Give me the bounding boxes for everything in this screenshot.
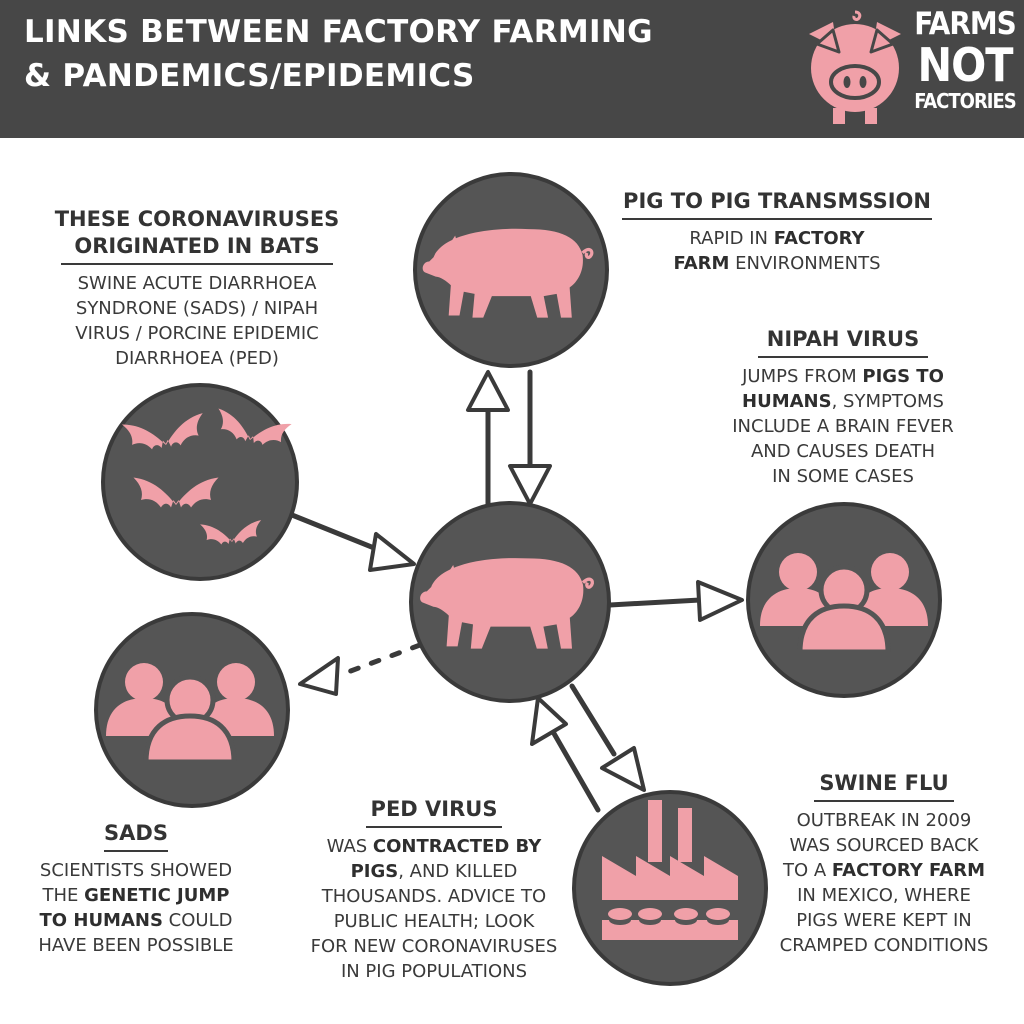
arrowhead-to-center-from-factory	[530, 696, 568, 746]
bats-heading: THESE CORONAVIRUSES ORIGINATED IN BATS	[54, 207, 340, 258]
arrowhead-bats-to-center	[368, 532, 416, 572]
arrow-bats-to-center-line	[289, 512, 387, 555]
arrow-center-to-nipah-line	[607, 597, 703, 608]
divider	[104, 850, 168, 852]
connector-lines	[289, 369, 703, 813]
logo-line-1: FARMS	[914, 6, 1016, 42]
sads-text: SADS SCIENTISTS SHOWED THE GENETIC JUMP …	[14, 820, 258, 958]
logo-line-3: FACTORIES	[914, 89, 1017, 113]
brand-logo: FARMS NOT FACTORIES	[913, 6, 1017, 114]
title-line-1: LINKS BETWEEN FACTORY FARMING	[24, 14, 653, 50]
pig-to-pig-heading: PIG TO PIG TRANSMSSION	[623, 189, 931, 213]
nipah-text: NIPAH VIRUS JUMPS FROM PIGS TO HUMANS, S…	[706, 326, 980, 489]
node-sads	[94, 612, 290, 808]
bats-text: THESE CORONAVIRUSES ORIGINATED IN BATS S…	[40, 206, 354, 371]
pig-to-pig-text: PIG TO PIG TRANSMSSION RAPID IN FACTORY …	[606, 188, 948, 276]
arrowhead-to-center-from-top	[508, 464, 552, 506]
node-swine-flu	[572, 790, 768, 986]
node-center-pig	[409, 501, 611, 703]
node-nipah	[746, 502, 942, 698]
divider	[814, 800, 954, 802]
divider	[61, 263, 333, 265]
divider	[758, 356, 928, 358]
factory-farm-icon	[602, 800, 738, 940]
arrow-center-to-factory-line	[569, 683, 617, 757]
header-bar: LINKS BETWEEN FACTORY FARMING & PANDEMIC…	[0, 0, 1024, 138]
ped-heading: PED VIRUS	[370, 797, 498, 821]
arrowhead-to-factory	[600, 746, 646, 792]
arrow-center-to-sads-line	[337, 642, 423, 678]
divider	[622, 218, 932, 220]
divider	[366, 826, 502, 828]
pig-face-icon	[809, 10, 901, 124]
nipah-heading: NIPAH VIRUS	[766, 327, 920, 351]
arrowhead-to-sads	[298, 656, 340, 696]
swine-flu-heading: SWINE FLU	[819, 771, 949, 795]
arrowheads	[298, 370, 744, 792]
swine-flu-text: SWINE FLU OUTBREAK IN 2009 WAS SOURCED B…	[764, 770, 1004, 958]
ped-text: PED VIRUS WAS CONTRACTED BY PIGS, AND KI…	[288, 796, 580, 984]
arrowhead-to-top	[466, 370, 510, 412]
page-title: LINKS BETWEEN FACTORY FARMING & PANDEMIC…	[24, 10, 653, 98]
arrow-factory-to-center-line	[549, 727, 601, 813]
node-bats	[101, 383, 299, 581]
logo-line-2: NOT	[917, 38, 1013, 92]
arrowhead-to-nipah	[696, 580, 744, 622]
node-pig-to-pig	[413, 172, 609, 368]
title-line-2: & PANDEMICS/EPIDEMICS	[24, 58, 475, 94]
sads-heading: SADS	[104, 821, 168, 845]
